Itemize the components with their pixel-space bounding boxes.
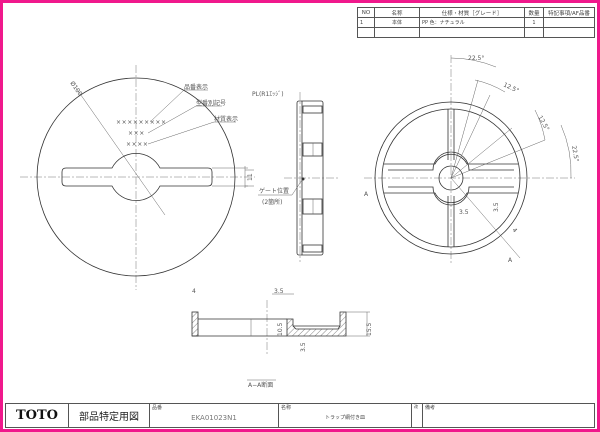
drawing-type: 部品特定用図 — [68, 403, 150, 428]
side-view: PL(R1ｴｯｼﾞ) ゲート位置 (2箇所) — [245, 91, 340, 262]
revision-cell: 改 — [411, 403, 423, 428]
wall-dim: 4 — [192, 288, 196, 295]
front-view: Ø100 ××××××××× ××× ×××× 品番表示 型番別記号 材質表示 … — [20, 65, 255, 290]
section-mark-right: A — [508, 257, 513, 264]
mark-material: ×××× — [126, 141, 149, 148]
angle-dim-2: 12.5° — [502, 81, 520, 94]
section-mark-left: A — [364, 191, 369, 198]
depth-dim: 10.5 — [277, 322, 284, 336]
section-caption: A−A断面 — [248, 381, 273, 389]
part-no-cell: 品番 EKA01023N1 — [149, 403, 279, 428]
base-dim: 3.5 — [300, 342, 307, 352]
gate-count: (2箇所) — [262, 198, 283, 206]
name-value: トラップ網付き皿 — [324, 415, 365, 421]
ring-dim: 4 — [510, 227, 518, 235]
name-label: 名称 — [281, 405, 292, 411]
height-dim: 15.5 — [366, 322, 373, 336]
angle-dim-3: 12.5° — [536, 115, 550, 133]
angle-dim-4: 22.5° — [570, 145, 580, 162]
parting-line-label: PL(R1ｴｯｼﾞ) — [252, 91, 284, 98]
gate-label: ゲート位置 — [259, 187, 289, 195]
table-row-empty — [357, 27, 595, 38]
part-no-label: 品番 — [152, 405, 163, 411]
section-view: 4 3.5 10.5 15.5 3.5 A−A断面 — [191, 288, 373, 389]
mark-part-no: ××××××××× — [116, 119, 167, 126]
label-model-symbol: 型番別記号 — [196, 99, 226, 107]
mark-model: ××× — [128, 130, 145, 137]
part-no-value: EKA01023N1 — [191, 414, 237, 422]
label-part-no-display: 品番表示 — [184, 83, 208, 91]
rib-dim: 3.5 — [459, 209, 469, 216]
slot-dim: 11 — [247, 173, 254, 181]
angle-dim-1: 22.5° — [468, 55, 484, 62]
rim-dim: 3.5 — [274, 288, 284, 295]
title-block: TOTO 部品特定用図 品番 EKA01023N1 名称トラップ網付き皿 改 備考 — [5, 403, 595, 428]
toto-logo: TOTO — [5, 403, 69, 428]
parts-table: NO 名称 仕様・材質［グレード］ 数量 特記事項/AF品番 1 本体 PP 色… — [357, 7, 595, 38]
name-cell: 名称トラップ網付き皿 — [278, 403, 412, 428]
slot-offset-dim: 3.5 — [493, 202, 500, 212]
remarks-cell: 備考 — [422, 403, 595, 428]
rear-view: 22.5° 12.5° 12.5° 22.5° 3.5 3.5 4 A A — [364, 55, 580, 265]
label-material-display: 材質表示 — [214, 115, 238, 123]
